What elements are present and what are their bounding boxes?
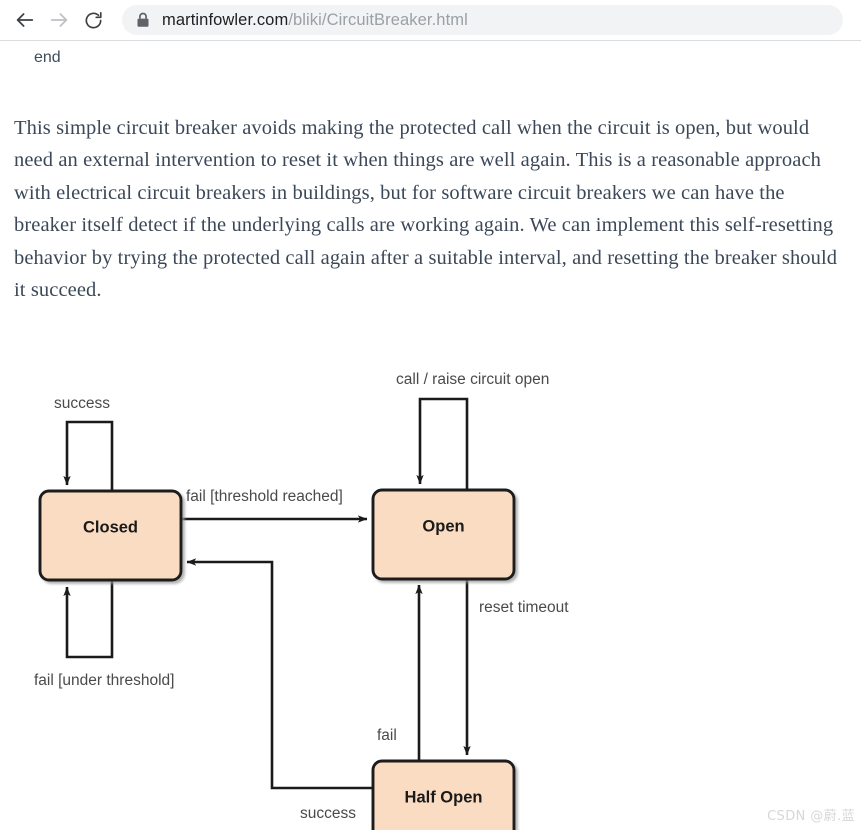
watermark: CSDN @蔚.蓝: [767, 809, 855, 824]
lock-icon[interactable]: [136, 12, 150, 28]
transition-halfopen-to-closed: [186, 558, 373, 790]
transition-closed-self-success: [63, 420, 114, 491]
state-closed[interactable]: Closed: [38, 489, 183, 582]
state-half-open-label: Half Open: [405, 788, 483, 806]
label-halfopen-to-open-fail: fail: [377, 727, 397, 744]
arrow-right-icon: [48, 9, 70, 31]
state-closed-label: Closed: [83, 518, 138, 536]
article-paragraph: This simple circuit breaker avoids makin…: [14, 116, 838, 302]
circuit-breaker-state-diagram: Closed Open Half Open success fail [unde…: [0, 309, 861, 830]
transition-open-self-call: [416, 397, 469, 490]
label-closed-self-success: success: [54, 395, 110, 412]
forward-button[interactable]: [42, 3, 76, 37]
toolbar-divider: [0, 40, 861, 41]
label-halfopen-to-closed: success: [300, 805, 356, 822]
code-block-tail: end: [34, 49, 61, 66]
label-closed-self-fail-under-threshold: fail [under threshold]: [34, 672, 174, 689]
url-path: /bliki/CircuitBreaker.html: [288, 10, 468, 29]
label-open-self-call: call / raise circuit open: [396, 371, 549, 388]
back-button[interactable]: [8, 3, 42, 37]
url-text: martinfowler.com/bliki/CircuitBreaker.ht…: [162, 11, 468, 30]
browser-toolbar: martinfowler.com/bliki/CircuitBreaker.ht…: [0, 0, 861, 40]
label-closed-to-open: fail [threshold reached]: [186, 488, 343, 505]
page-content: end This simple circuit breaker avoids m…: [0, 41, 861, 830]
address-bar[interactable]: martinfowler.com/bliki/CircuitBreaker.ht…: [122, 5, 843, 35]
state-open-label: Open: [422, 517, 464, 535]
arrow-left-icon: [14, 9, 36, 31]
state-open[interactable]: Open: [371, 488, 516, 581]
url-host: martinfowler.com: [162, 10, 289, 29]
transition-closed-self-fail-under-threshold: [63, 580, 114, 659]
label-open-to-halfopen: reset timeout: [479, 599, 569, 616]
reload-button[interactable]: [76, 3, 110, 37]
reload-icon: [83, 10, 104, 31]
state-half-open[interactable]: Half Open: [371, 759, 516, 830]
